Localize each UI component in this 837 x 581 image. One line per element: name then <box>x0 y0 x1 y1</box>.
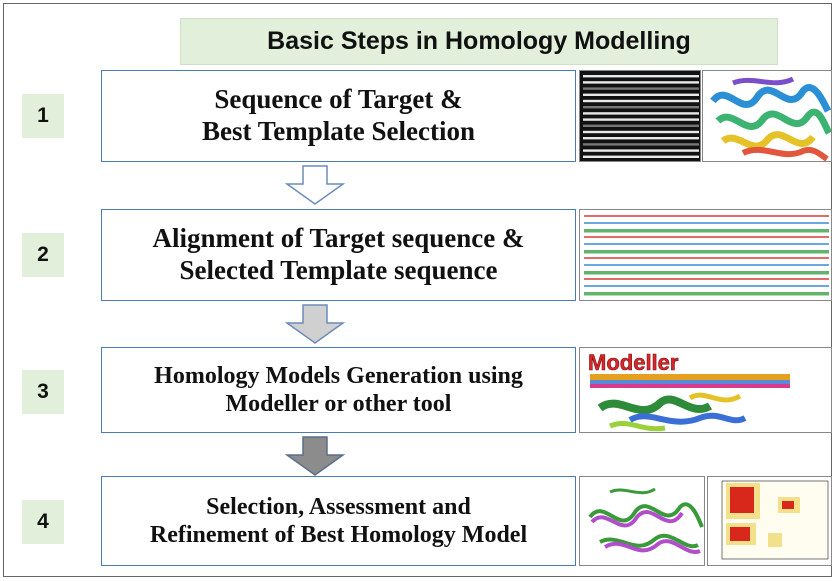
superposed-models-image <box>579 476 705 566</box>
alignment-row <box>584 250 829 254</box>
alignment-row <box>584 215 829 217</box>
alignment-row <box>584 264 829 266</box>
sequence-line <box>583 149 699 152</box>
sequence-line <box>583 87 699 90</box>
alignment-row <box>584 271 829 275</box>
sequence-line <box>583 130 699 134</box>
alignment-row <box>584 278 829 280</box>
modeller-logo-text: Modeller <box>588 350 679 375</box>
alignment-image <box>579 209 832 301</box>
alignment-row <box>584 292 829 296</box>
modeller-image: Modeller <box>579 347 832 433</box>
step-2-line-1: Alignment of Target sequence & <box>152 223 525 254</box>
sequence-lines-graphic <box>583 75 699 158</box>
step-2-number: 2 <box>22 233 64 277</box>
alignment-graphic <box>584 215 829 296</box>
step-3-number: 3 <box>22 370 64 414</box>
superposed-ribbons-graphic <box>588 487 704 554</box>
step-3-box: Homology Models Generation using Modelle… <box>101 347 576 433</box>
step-4-line-2: Refinement of Best Homology Model <box>149 522 528 548</box>
step-1-number: 1 <box>22 94 64 138</box>
sequence-text-image <box>579 70 701 162</box>
alignment-row <box>584 222 829 224</box>
down-arrow-1-icon <box>285 165 345 205</box>
sequence-line <box>583 155 699 158</box>
sequence-line <box>583 124 699 127</box>
step-1-box: Sequence of Target & Best Template Selec… <box>101 70 576 162</box>
alignment-row <box>584 229 829 233</box>
down-arrow-2-icon <box>285 304 345 344</box>
sequence-line <box>583 75 699 78</box>
ramachandran-graphic <box>721 480 829 560</box>
alignment-row <box>584 243 829 245</box>
alignment-row <box>584 236 829 238</box>
sequence-line <box>583 93 699 96</box>
sequence-line <box>583 106 699 109</box>
sequence-line <box>583 143 699 146</box>
protein-ribbon-graphic <box>710 76 831 161</box>
step-3-line-1: Homology Models Generation using <box>154 362 523 389</box>
step-4-number: 4 <box>22 500 64 544</box>
down-arrow-3-icon <box>285 436 345 476</box>
step-3-line-2: Modeller or other tool <box>225 391 452 417</box>
sequence-line <box>583 99 699 103</box>
step-2-line-2: Selected Template sequence <box>179 255 498 285</box>
step-1-line-1: Sequence of Target & <box>214 84 463 115</box>
sequence-line <box>583 118 699 121</box>
step-4-line-1: Selection, Assessment and <box>206 493 471 520</box>
sequence-line <box>583 137 699 140</box>
sequence-line <box>583 112 699 115</box>
ramachandran-plot-image <box>707 476 832 566</box>
step-4-box: Selection, Assessment and Refinement of … <box>101 476 576 566</box>
step-1-line-2: Best Template Selection <box>202 116 475 146</box>
sequence-line <box>583 81 699 84</box>
alignment-row <box>584 257 829 259</box>
modeller-graphic: Modeller <box>588 350 790 432</box>
alignment-row <box>584 285 829 287</box>
protein-structure-image <box>702 70 832 162</box>
diagram-title: Basic Steps in Homology Modelling <box>180 18 778 65</box>
step-2-box: Alignment of Target sequence & Selected … <box>101 209 576 301</box>
